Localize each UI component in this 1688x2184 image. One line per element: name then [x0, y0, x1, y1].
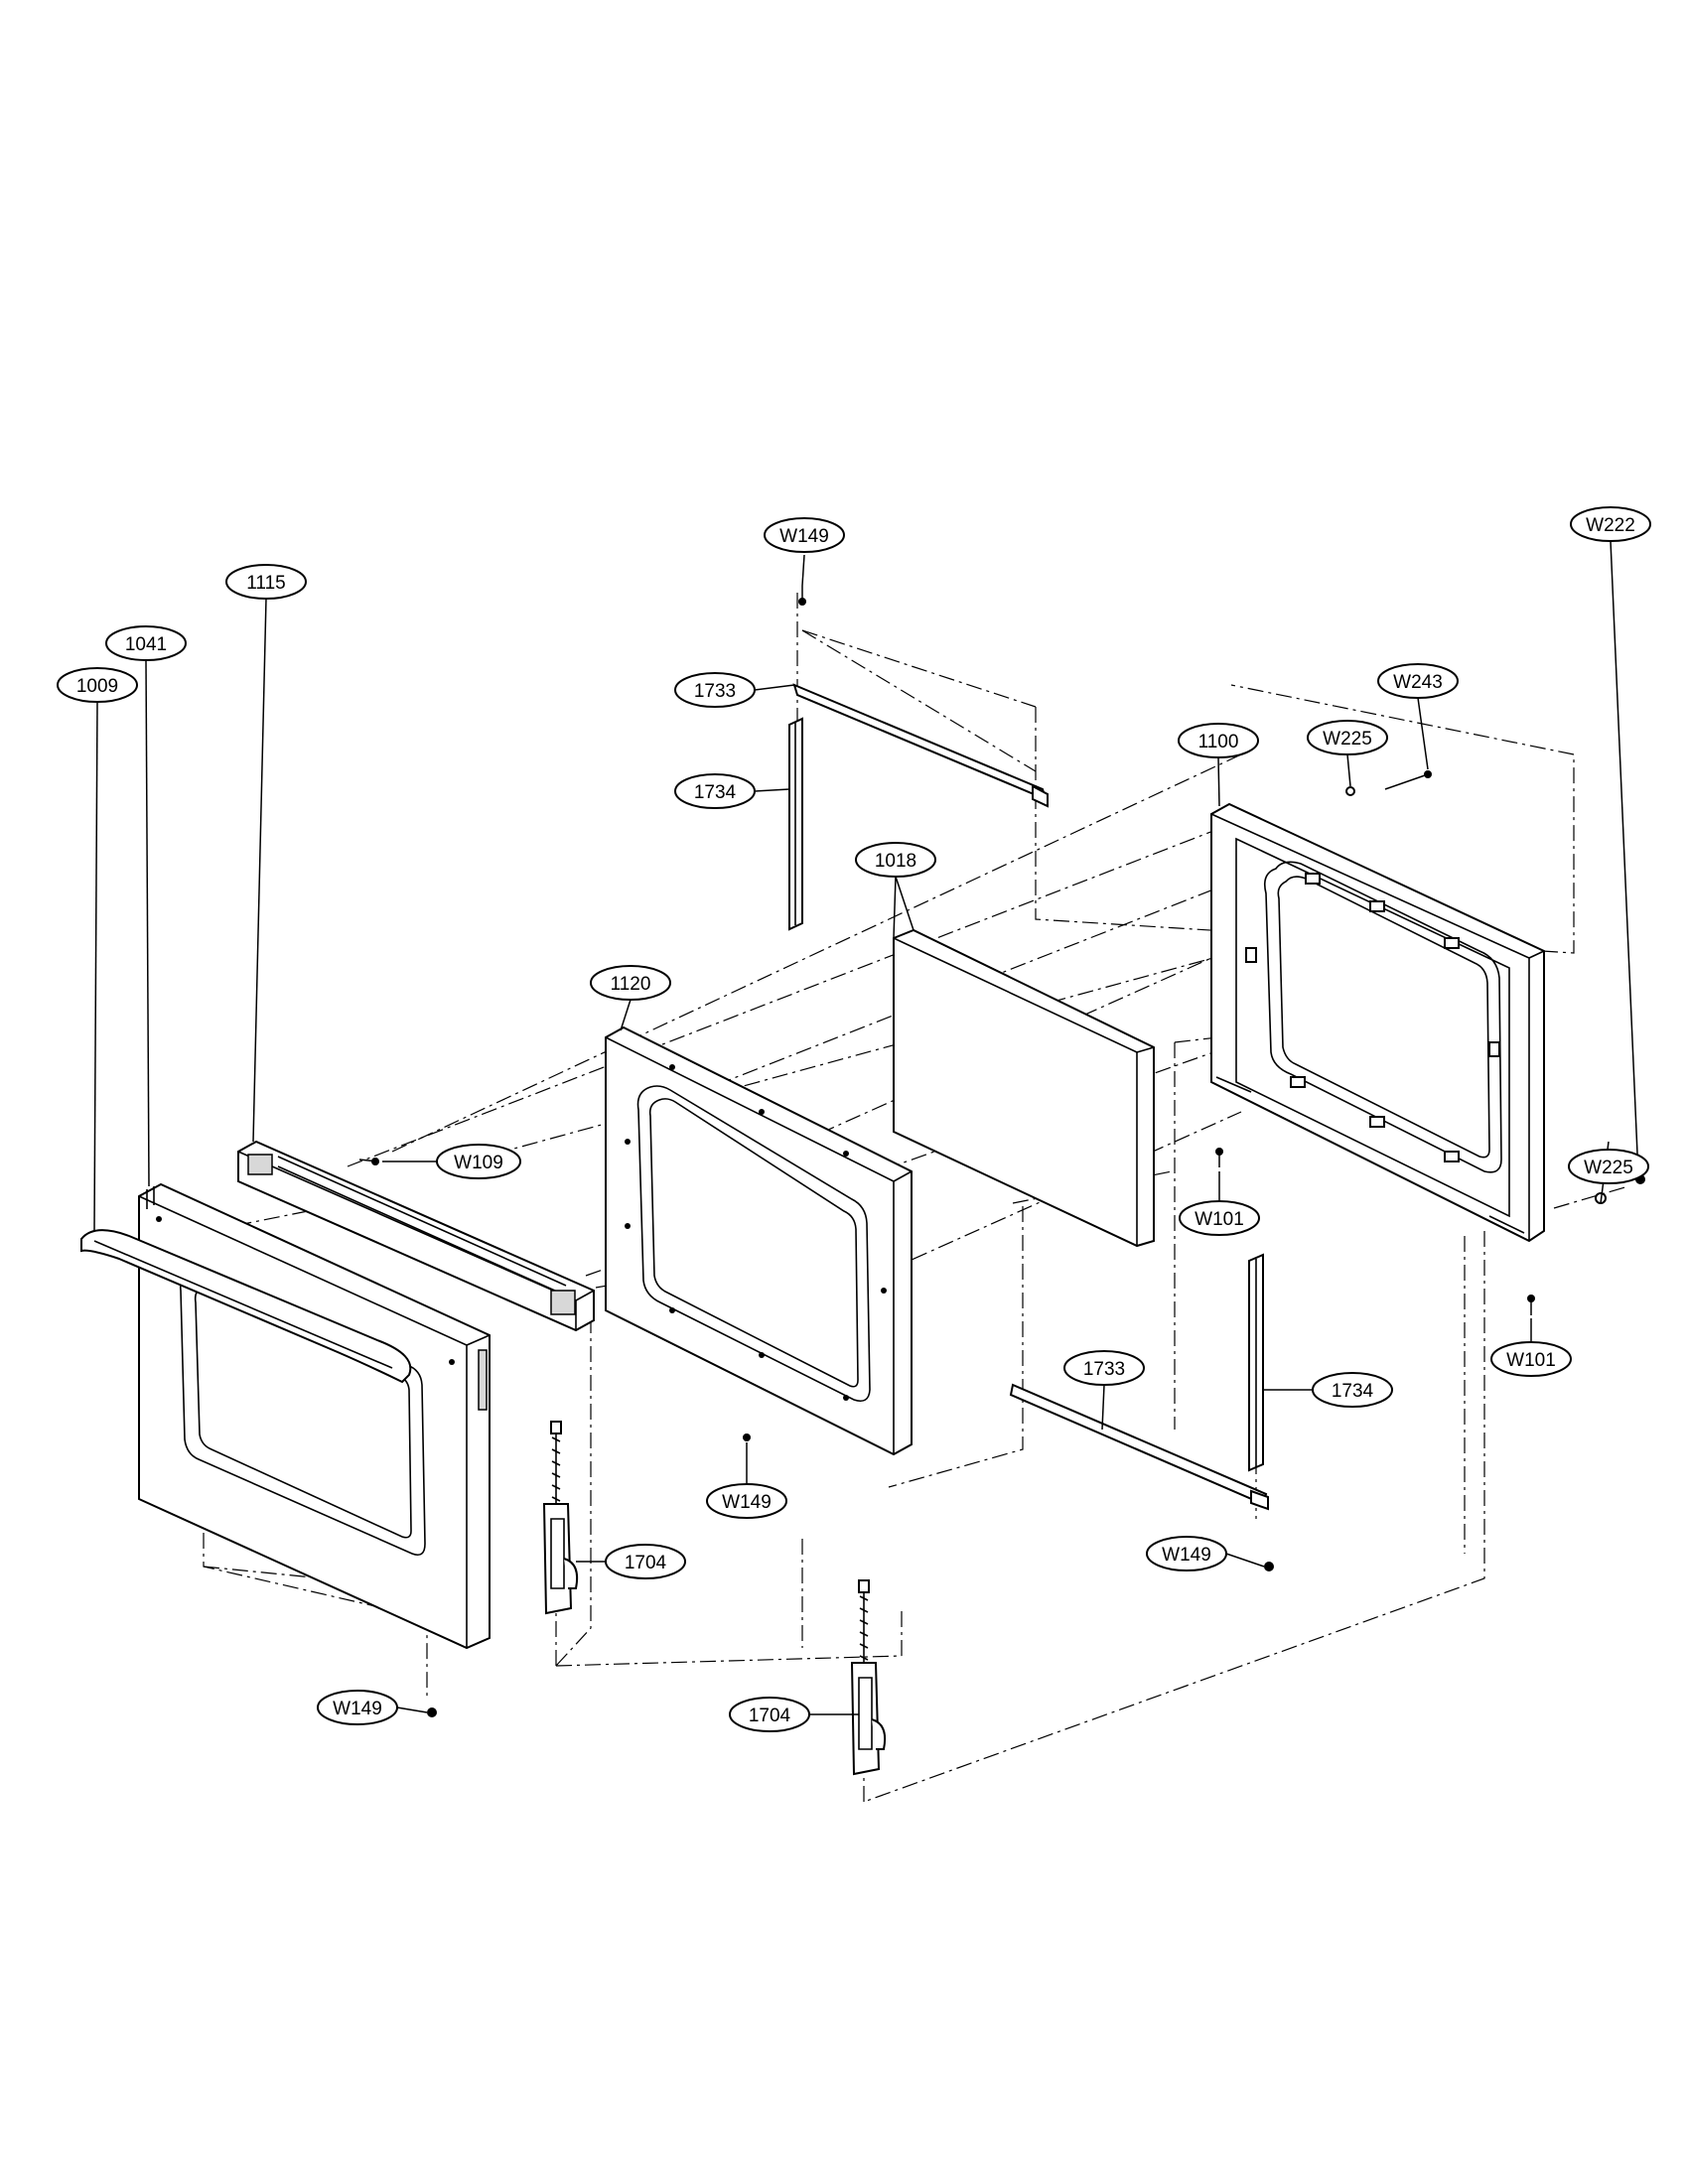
callout-w225-right: W225 — [1568, 1149, 1649, 1184]
callout-1009: 1009 — [57, 667, 138, 703]
callout-leaders — [93, 540, 1639, 1715]
callout-w149-right: W149 — [1146, 1536, 1227, 1571]
screw-w101-right — [1527, 1295, 1535, 1315]
callout-1100: 1100 — [1178, 723, 1259, 758]
screw-w149-mid — [743, 1433, 751, 1441]
callout-w109: W109 — [436, 1144, 521, 1179]
callout-label-1115: 1115 — [246, 573, 285, 594]
callout-1115: 1115 — [225, 564, 307, 600]
callout-w149-bottom: W149 — [317, 1690, 398, 1725]
callout-label-w101-mid: W101 — [1195, 1209, 1244, 1230]
callout-1733-top: 1733 — [674, 672, 756, 708]
callout-label-1734-bottom: 1734 — [1332, 1381, 1374, 1402]
callout-w222: W222 — [1570, 506, 1651, 542]
top-side-bar-1734 — [788, 717, 803, 931]
bottom-rail-1733 — [1009, 1383, 1269, 1511]
washer-w225-top — [1345, 786, 1355, 796]
callout-1041: 1041 — [105, 625, 187, 661]
callout-label-w149-top: W149 — [779, 526, 829, 547]
callout-label-1120: 1120 — [611, 974, 651, 995]
callout-label-1704-bottom: 1704 — [749, 1706, 791, 1726]
screw-w149-right — [1264, 1562, 1274, 1571]
callout-label-1009: 1009 — [76, 676, 118, 697]
callout-1704-left: 1704 — [605, 1544, 686, 1579]
callout-1018: 1018 — [855, 842, 936, 878]
callout-label-w222: W222 — [1586, 515, 1635, 536]
callout-w149-top: W149 — [764, 517, 845, 553]
callout-label-w149-bottom: W149 — [333, 1699, 382, 1719]
callout-w243: W243 — [1377, 663, 1459, 699]
inner-door-frame-1100 — [1210, 802, 1545, 1243]
glass-panel-1018 — [893, 928, 1155, 1248]
screw-w149-bottom — [427, 1707, 437, 1717]
callout-label-w101-right: W101 — [1506, 1350, 1556, 1371]
middle-frame-1120 — [605, 1025, 913, 1456]
door-handle-1009 — [80, 1229, 412, 1384]
callout-1733-bottom: 1733 — [1063, 1350, 1145, 1386]
callout-label-w149-mid: W149 — [722, 1492, 772, 1513]
callout-label-w243: W243 — [1393, 672, 1443, 693]
callout-label-1733-bottom: 1733 — [1083, 1359, 1125, 1380]
screw-w243 — [1384, 770, 1432, 790]
callout-w101-right: W101 — [1490, 1341, 1572, 1377]
bottom-side-bar-1734 — [1248, 1253, 1264, 1472]
callout-w225-top: W225 — [1307, 720, 1388, 755]
callout-label-w109: W109 — [454, 1153, 503, 1173]
callout-w149-mid: W149 — [706, 1483, 787, 1519]
screw-w109 — [358, 1158, 379, 1165]
screw-w101-mid — [1215, 1148, 1223, 1167]
screws — [358, 586, 1645, 1717]
hinge-left-1704 — [542, 1421, 579, 1615]
screw-w149-top — [798, 586, 806, 606]
callout-label-w225-right: W225 — [1584, 1158, 1633, 1178]
callout-label-w225-top: W225 — [1323, 729, 1372, 750]
callout-label-1041: 1041 — [125, 634, 167, 655]
callout-1120: 1120 — [590, 965, 671, 1001]
callout-w101-mid: W101 — [1179, 1200, 1260, 1236]
callout-label-1734-top: 1734 — [694, 782, 737, 803]
callout-label-1733-top: 1733 — [694, 681, 736, 702]
callout-1704-bottom: 1704 — [729, 1697, 810, 1732]
hinge-bottom-1704 — [850, 1579, 887, 1776]
callout-label-1018: 1018 — [875, 851, 916, 872]
callout-1734-bottom: 1734 — [1312, 1372, 1393, 1408]
top-trim-1115 — [237, 1140, 595, 1332]
top-rail-1733 — [792, 683, 1049, 808]
callout-1734-top: 1734 — [674, 773, 756, 809]
callout-label-1704-left: 1704 — [625, 1553, 667, 1573]
callout-label-1100: 1100 — [1198, 732, 1239, 752]
callout-label-w149-right: W149 — [1162, 1545, 1211, 1566]
